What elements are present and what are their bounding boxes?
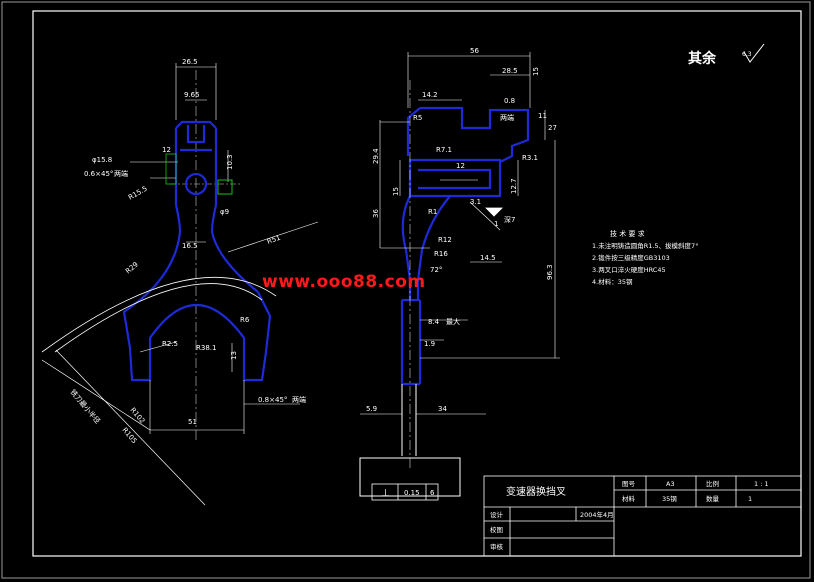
dim-r-12: 12 bbox=[456, 162, 465, 170]
dim-v10-3: 10.3 bbox=[226, 154, 234, 170]
roughness-value: 6.3 bbox=[742, 51, 752, 58]
dim-chamfer-bottom-note: 两端 bbox=[292, 395, 306, 404]
tech-title: 技 术 要 求 bbox=[610, 229, 645, 238]
dim-r-angle: 72° bbox=[430, 266, 442, 274]
dim-r-r1: R1 bbox=[428, 208, 437, 216]
tech-item-2: 2.锻件按三级精度GB3103 bbox=[592, 253, 670, 262]
dim-r-note-right: 两端 bbox=[500, 113, 514, 122]
dim-r-27: 27 bbox=[548, 124, 557, 132]
gdt-tolerance: 0.15 bbox=[404, 489, 420, 497]
dim-r-top: 56 bbox=[470, 47, 479, 55]
gdt-datum-ref: 6 bbox=[430, 489, 435, 497]
gdt-symbol: ⊥ bbox=[381, 488, 390, 499]
right-view: 56 28.5 15 14.2 0.8 两端 R5 11 29.4 R7.1 R… bbox=[359, 47, 560, 501]
tech-item-1: 1.未注明铸造圆角R1.5、拔模斜度7° bbox=[592, 241, 698, 250]
dim-r-0-8: 0.8 bbox=[504, 97, 515, 105]
dim-r-14-5: 14.5 bbox=[480, 254, 496, 262]
tech-item-4: 4.材料：35钢 bbox=[592, 277, 633, 286]
dim-r-5-9: 5.9 bbox=[366, 405, 377, 413]
title-part-name: 变速器换挡叉 bbox=[506, 485, 566, 498]
dim-r6: R6 bbox=[240, 316, 250, 324]
roughness-symbol-icon bbox=[743, 43, 765, 63]
dim-slot-r: R2.5 bbox=[162, 340, 178, 348]
dim-r-v36: 36 bbox=[372, 209, 380, 218]
dim-r-29-4: 29.4 bbox=[372, 148, 380, 164]
dim-r-r16: R16 bbox=[434, 250, 448, 258]
dim-r-96-3: 96.3 bbox=[546, 264, 554, 280]
dim-r-v12-7: 12.7 bbox=[510, 178, 518, 194]
inner-frame bbox=[32, 10, 802, 557]
dim-r-r7-1: R7.1 bbox=[436, 146, 452, 154]
roughness-label: 其余 bbox=[688, 50, 717, 67]
dim-chamfer-left-note: 两端 bbox=[114, 169, 128, 178]
dim-r-8-4-note: 最大 bbox=[446, 317, 460, 326]
dim-r-28-5: 28.5 bbox=[502, 67, 518, 75]
dim-base-width: 51 bbox=[188, 418, 197, 426]
dim-r-r3-1: R3.1 bbox=[522, 154, 538, 162]
dim-neck: 16.5 bbox=[182, 242, 198, 250]
title-design-date: 2004年4月 bbox=[580, 510, 614, 519]
dim-d-small: φ9 bbox=[220, 208, 229, 216]
dim-arc-r: R38.1 bbox=[196, 344, 216, 352]
dim-r-8-4: 8.4 bbox=[428, 318, 440, 326]
title-drawing-no: A3 bbox=[666, 480, 675, 488]
dim-r-r5: R5 bbox=[413, 114, 422, 122]
title-check-label: 校图 bbox=[490, 525, 503, 534]
dim-h12: 12 bbox=[162, 146, 171, 154]
dim-13: 13 bbox=[230, 351, 238, 360]
title-block bbox=[483, 475, 802, 557]
title-material-label: 材料 bbox=[622, 494, 636, 503]
dim-r-v15: 15 bbox=[392, 187, 400, 196]
tech-requirements: 技 术 要 求 1.未注明铸造圆角R1.5、拔模斜度7° 2.锻件按三级精度GB… bbox=[592, 229, 698, 286]
dim-r-11: 11 bbox=[538, 112, 547, 120]
dim-chamfer-bottom: 0.8×45° bbox=[258, 396, 287, 404]
dim-r-d1: 1 bbox=[494, 220, 498, 228]
dim-left-dia: φ15.8 bbox=[92, 156, 112, 164]
watermark: www.ooo88.com bbox=[262, 272, 426, 292]
title-review-label: 审核 bbox=[490, 542, 504, 551]
tech-item-3: 3.两叉口淬火硬度HRC45 bbox=[592, 265, 666, 274]
title-drawing-no-label: 图号 bbox=[622, 480, 636, 488]
title-scale-label: 比例 bbox=[706, 479, 719, 488]
dim-chamfer-left: 0.6×45° bbox=[84, 170, 113, 178]
dim-r-14-2: 14.2 bbox=[422, 91, 438, 99]
dim-r-1-9: 1.9 bbox=[424, 340, 435, 348]
title-qty-label: 数量 bbox=[706, 494, 720, 503]
dim-r-depth: 深7 bbox=[504, 215, 515, 224]
dim-r-15: 15 bbox=[532, 67, 540, 76]
dim-top-width: 26.5 bbox=[182, 58, 198, 66]
title-design-label: 设计 bbox=[490, 510, 504, 519]
title-material: 35钢 bbox=[662, 495, 677, 503]
dim-inner-width: 9.65 bbox=[184, 91, 200, 99]
title-qty: 1 bbox=[748, 495, 752, 503]
title-scale: 1 : 1 bbox=[754, 480, 769, 488]
dim-r-d3-1: 3.1 bbox=[470, 198, 481, 206]
dim-r-34: 34 bbox=[438, 405, 447, 413]
dim-r-r12: R12 bbox=[438, 236, 452, 244]
